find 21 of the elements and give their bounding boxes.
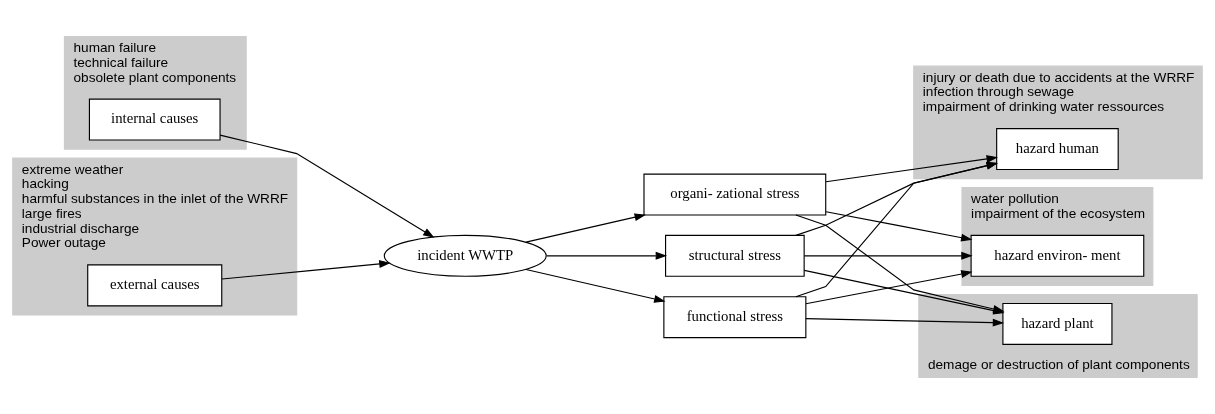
node-box: hazard environ- ment xyxy=(970,234,1145,277)
node-box: external causes xyxy=(87,264,223,307)
arrow xyxy=(795,161,998,236)
node-ellipse: incident WWTP xyxy=(383,234,547,277)
arrow xyxy=(546,251,668,260)
arrow xyxy=(525,213,646,243)
node-box: internal causes xyxy=(88,98,221,141)
arrow xyxy=(825,211,973,242)
arrow xyxy=(795,161,998,298)
arrow xyxy=(525,268,666,303)
node-box: hazard human xyxy=(996,128,1119,171)
node-box: organi- zational stress xyxy=(643,173,827,216)
arrow xyxy=(219,134,435,238)
arrow xyxy=(803,251,973,260)
node-box: hazard plant xyxy=(1002,302,1113,345)
arrow xyxy=(825,155,998,183)
arrow xyxy=(221,260,391,280)
node-box: structural stress xyxy=(665,234,805,277)
arrow xyxy=(805,318,1005,327)
arrow xyxy=(805,270,973,305)
node-box: functional stress xyxy=(663,296,807,339)
